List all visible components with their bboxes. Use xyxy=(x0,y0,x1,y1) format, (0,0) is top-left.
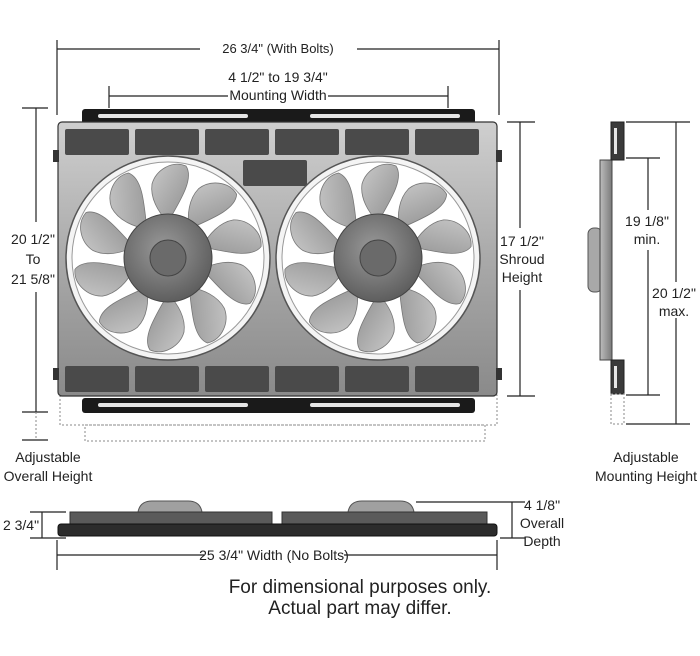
adjustable-mounting-label-line1: Adjustable xyxy=(613,449,679,465)
adjustable-overall-label-line1: Adjustable xyxy=(15,449,81,465)
top-dimension-lines xyxy=(30,501,525,570)
top-bracket-slot-left xyxy=(98,114,248,118)
side-extended-outline xyxy=(610,393,625,425)
left-fan xyxy=(65,155,271,361)
front-dimension-lines xyxy=(22,40,535,441)
side-min-label-line1: 19 1/8" xyxy=(625,213,669,229)
depth-label-line3: Depth xyxy=(523,533,560,549)
top-view-base xyxy=(57,523,498,537)
overall-width-label: 26 3/4" (With Bolts) xyxy=(222,41,334,56)
top-view-motor-right xyxy=(347,500,415,513)
side-top-bracket xyxy=(610,121,625,161)
depth-small-label: 2 3/4" xyxy=(3,517,39,533)
right-fan xyxy=(275,155,481,361)
center-vent xyxy=(243,160,307,186)
depth-label-line1: 4 1/8" xyxy=(524,497,560,513)
bottom-width-label: 25 3/4" Width (No Bolts) xyxy=(199,547,349,563)
top-bracket-slot-right xyxy=(310,114,460,118)
top-vents xyxy=(65,129,479,155)
overall-height-label-line3: 21 5/8" xyxy=(11,271,55,287)
overall-height-label-line2: To xyxy=(26,251,41,267)
side-max-label-line2: max. xyxy=(659,303,689,319)
top-view-shroud-right xyxy=(281,511,488,526)
disclaimer-line2: Actual part may differ. xyxy=(268,598,451,619)
mounting-width-label-line2: Mounting Width xyxy=(229,87,326,103)
side-bottom-bracket xyxy=(610,359,625,395)
extended-bracket-outline xyxy=(84,424,486,442)
bolt-left-bottom xyxy=(53,368,59,380)
overall-height-label-line1: 20 1/2" xyxy=(11,231,55,247)
bottom-bracket-slot-left xyxy=(98,403,248,407)
top-view-motor-left xyxy=(137,500,203,513)
adjustable-overall-label-line2: Overall Height xyxy=(4,468,93,484)
bottom-mounting-bracket xyxy=(82,398,475,413)
bottom-bracket-slot-right xyxy=(310,403,460,407)
shroud-height-label-line2: Shroud xyxy=(499,251,544,267)
side-max-label-line1: 20 1/2" xyxy=(652,285,696,301)
depth-label-line2: Overall xyxy=(520,515,564,531)
front-view xyxy=(53,109,502,442)
side-view xyxy=(587,121,625,425)
adjustable-mounting-label-line2: Mounting Height xyxy=(595,468,697,484)
side-dimension-lines xyxy=(626,121,690,425)
disclaimer-line1: For dimensional purposes only. xyxy=(229,577,492,598)
bottom-vents xyxy=(65,366,479,392)
shroud-height-label-line3: Height xyxy=(502,269,543,285)
bolt-right-top xyxy=(496,150,502,162)
shroud-height-label-line1: 17 1/2" xyxy=(500,233,544,249)
top-view-shroud-left xyxy=(69,511,273,526)
side-shroud xyxy=(599,159,613,361)
mounting-width-label-line1: 4 1/2" to 19 3/4" xyxy=(228,69,327,85)
top-view xyxy=(57,500,498,537)
bolt-left-top xyxy=(53,150,59,162)
bolt-right-bottom xyxy=(496,368,502,380)
side-min-label-line2: min. xyxy=(634,231,660,247)
top-mounting-bracket xyxy=(82,109,475,124)
